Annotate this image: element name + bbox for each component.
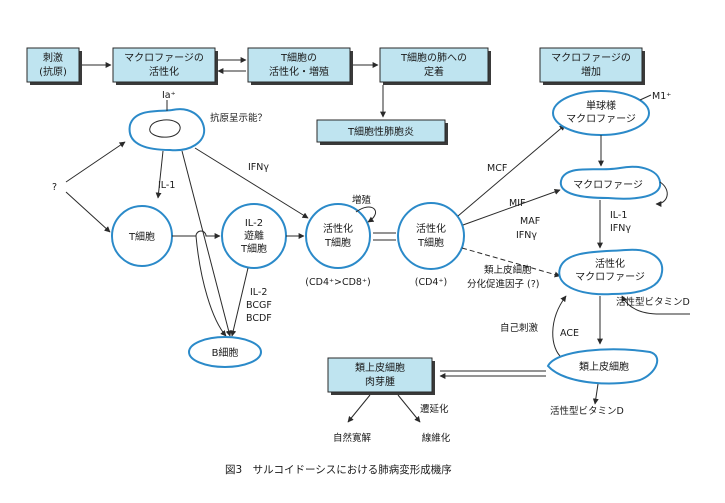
dashed-arrow-t-to-activated-macrophage xyxy=(461,247,561,278)
b-cell-label: B細胞 xyxy=(212,346,239,359)
m1-pointer xyxy=(639,94,652,101)
bcdf-label: BCDF xyxy=(246,313,272,324)
activated-t-cd4cd8-line1: 活性化 xyxy=(323,222,353,235)
t-cell: T細胞 xyxy=(111,205,173,267)
activated-t-cd4-line1: 活性化 xyxy=(416,222,446,235)
box-granuloma-line2: 肉芽腫 xyxy=(365,375,395,388)
activated-t-cell-cd4: 活性化 T細胞 xyxy=(397,202,465,270)
box-tcell-settle: T細胞の肺への 定着 xyxy=(379,47,491,85)
box-stimulus-line2: (抗原) xyxy=(39,65,67,78)
mif-label: MIF xyxy=(509,198,525,209)
box-granuloma: 類上皮細胞 肉芽腫 xyxy=(327,357,435,395)
figure-caption: 図3 サルコイドーシスにおける肺病変形成機序 xyxy=(225,463,452,476)
arrow-granuloma-to-resolution xyxy=(347,394,371,423)
activated-t-cell-cd4-cd8: 活性化 T細胞 xyxy=(305,203,371,269)
monocyte-line2: マクロファージ xyxy=(566,113,636,125)
arrow-epithelioid-to-vitd xyxy=(592,383,599,405)
box-macrophage-increase: マクロファージの 増加 xyxy=(539,47,645,85)
arrow-question-to-apc xyxy=(65,141,126,183)
arrow-apc-to-activated-t xyxy=(194,147,309,219)
apc-label: 抗原呈示能？ xyxy=(210,112,267,124)
natural-resolution-label: 自然寛解 xyxy=(333,432,372,444)
monocyte-like-macrophage: 単球様 マクロファージ xyxy=(552,90,650,136)
box-granuloma-line1: 類上皮細胞 xyxy=(355,361,405,374)
arrow-granuloma-to-fibrosis xyxy=(397,394,421,423)
activated-t-cd4cd8-line2: T細胞 xyxy=(324,236,351,249)
arrow-il2cell-to-bcell xyxy=(230,267,249,337)
box-macrophage-activation: マクロファージの 活性化 xyxy=(112,47,218,85)
ia-label: Ia⁺ xyxy=(162,90,176,101)
ifn-gamma-right-label: IFNγ xyxy=(516,230,537,241)
ifn-gamma-right2-label: IFNγ xyxy=(610,223,631,234)
il2-cell-line1: IL-2 xyxy=(245,218,263,229)
box-tcell-activation: T細胞の 活性化・増殖 xyxy=(247,47,353,85)
epithelioid-cell-label: 類上皮細胞 xyxy=(579,360,629,373)
ifn-gamma-label: IFNγ xyxy=(248,162,269,173)
chronic-label: 遷延化 xyxy=(420,403,449,415)
bcgf-label: BCGF xyxy=(246,300,272,311)
box-tcell-settle-line2: 定着 xyxy=(424,65,444,78)
self-stimulation-label: 自己刺激 xyxy=(500,322,539,334)
epithelioid-factor-line2: 分化促進因子 (?) xyxy=(467,278,539,290)
cd4-cd8-ratio-label: (CD4⁺>CD8⁺) xyxy=(305,277,370,288)
box-tcell-activation-line1: T細胞の xyxy=(280,51,317,64)
fibrosis-label: 線維化 xyxy=(422,432,451,444)
m1-label: M1⁺ xyxy=(652,91,671,102)
activated-t-cd4-line2: T細胞 xyxy=(417,236,444,249)
cd4-label: (CD4⁺) xyxy=(415,277,447,288)
activated-macrophage-line1: 活性化 xyxy=(595,257,625,270)
arrow-tcell-to-bcell xyxy=(195,235,227,337)
box-macrophage-increase-line2: 増加 xyxy=(581,65,601,78)
active-vitd-label-1: 活性型ビタミンD xyxy=(616,296,690,308)
arrow-vitd-to-activated-macrophage xyxy=(621,295,690,315)
t-cell-label: T細胞 xyxy=(128,230,155,243)
box-alveolitis: T細胞性肺胞炎 xyxy=(316,119,448,145)
box-macrophage-activation-line1: マクロファージの xyxy=(124,52,204,64)
il2-factor-label: IL-2 xyxy=(250,287,267,298)
b-cell: B細胞 xyxy=(188,336,262,368)
ace-label: ACE xyxy=(560,328,579,339)
macrophage-label: マクロファージ xyxy=(573,179,643,191)
proliferation-loop xyxy=(355,206,376,223)
macrophage: マクロファージ xyxy=(559,165,662,200)
question-mark: ? xyxy=(52,182,57,193)
maf-label: MAF xyxy=(520,216,540,227)
box-tcell-activation-line2: 活性化・増殖 xyxy=(269,65,329,78)
box-alveolitis-label: T細胞性肺胞炎 xyxy=(347,125,414,138)
mcf-label: MCF xyxy=(487,163,507,174)
box-macrophage-increase-line1: マクロファージの xyxy=(551,52,631,64)
il2-t-cell: IL-2 遊離 T細胞 xyxy=(221,203,287,269)
arrow-apc-to-tcell xyxy=(155,150,164,199)
epithelioid-cell: 類上皮細胞 xyxy=(546,348,659,385)
arrow-apc-to-bcell xyxy=(181,150,232,337)
antigen-presenting-cell xyxy=(128,108,206,152)
proliferation-label: 増殖 xyxy=(352,194,372,206)
il2-cell-line3: T細胞 xyxy=(240,242,267,255)
il2-cell-line2: 遊離 xyxy=(244,229,264,242)
arrow-tcell-to-il2cell xyxy=(172,230,221,239)
active-vitd-label-2: 活性型ビタミンD xyxy=(550,405,624,417)
arrow-self-stimulation xyxy=(552,295,567,359)
epithelioid-factor-line1: 類上皮細胞 xyxy=(484,264,532,276)
il1-label: IL-1 xyxy=(158,180,175,191)
il1-right-label: IL-1 xyxy=(610,210,627,221)
activated-macrophage-line2: マクロファージ xyxy=(575,271,645,283)
macrophage-loop xyxy=(655,181,668,207)
activated-macrophage: 活性化 マクロファージ xyxy=(558,248,664,296)
box-tcell-settle-line1: T細胞の肺への xyxy=(400,51,467,64)
box-stimulus: 刺激 (抗原) xyxy=(26,47,82,85)
box-stimulus-line1: 刺激 xyxy=(43,51,63,64)
arrow-question-to-tcell xyxy=(65,191,111,233)
arrow-t-to-monocyte xyxy=(457,124,566,217)
arrow-t-to-macrophage xyxy=(462,189,561,226)
box-macrophage-activation-line2: 活性化 xyxy=(149,65,179,78)
monocyte-line1: 単球様 xyxy=(586,99,616,112)
